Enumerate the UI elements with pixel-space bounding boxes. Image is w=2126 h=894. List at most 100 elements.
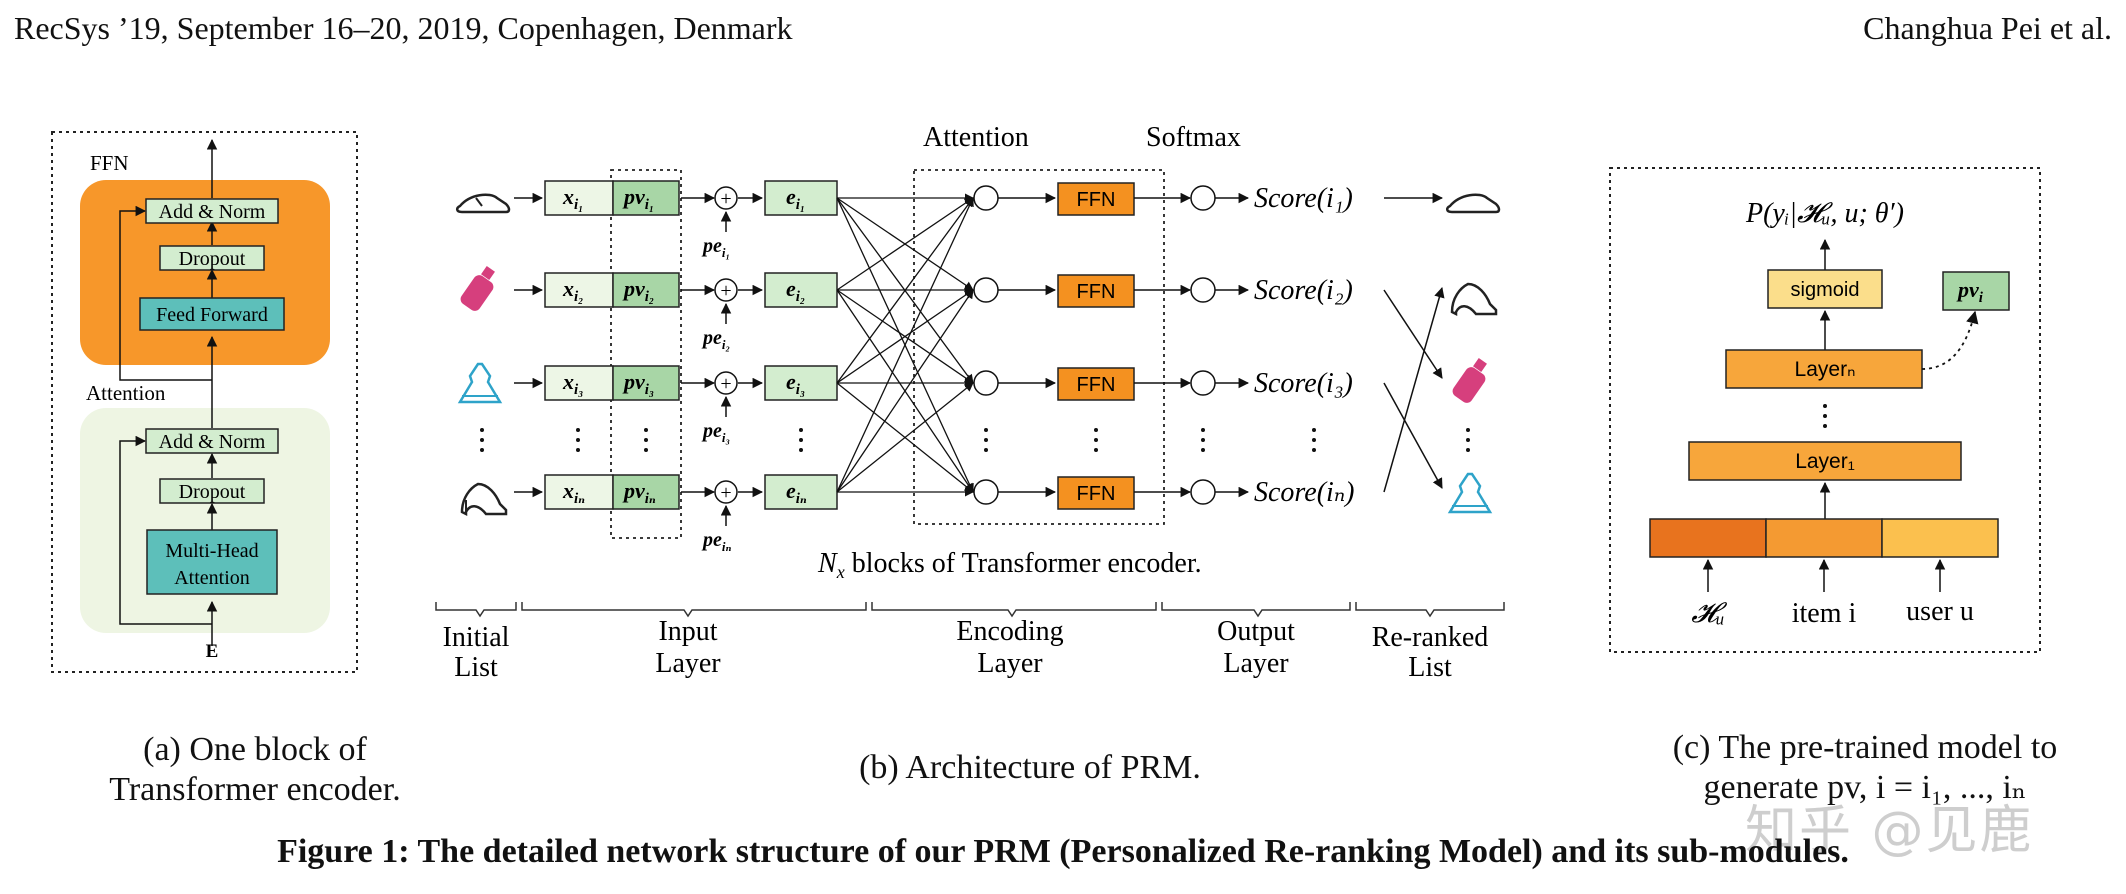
section-output-layer-2: Layer [1223,648,1289,679]
row-1: xi₁ pvi₁ + pei₁ ei₁ FFN Score(i₁) [514,180,1353,260]
e-box-1 [764,180,838,216]
pv-box-n [612,474,680,510]
svg-text:peiₙ: peiₙ [701,529,732,554]
mha-label-line1: Multi-Head [165,540,258,562]
layer-1-label: Layer₁ [1795,450,1855,473]
sum-node-3 [714,371,738,395]
ffn-box-n [1057,476,1135,510]
section-input-layer-2: Layer [655,648,721,679]
caption-panel-a: (a) One block of Transformer encoder. [20,730,490,810]
row-n: xiₙ pviₙ + peiₙ eiₙ FFN Score(iₙ) [514,474,1355,554]
transformer-enclosure [913,169,1165,525]
panel-a-transformer-block: FFN Attention Add & Norm Dropout Feed Fo… [51,131,358,673]
section-output-layer-1: Output [1217,616,1295,647]
add-norm-bottom-label: Add & Norm [159,431,266,453]
e-box-n [764,474,838,510]
ffn-box-3 [1057,367,1135,401]
blocks-note: Nx blocks of Transformer encoder. [817,548,1202,582]
caption-c-line1: (c) The pre-trained model to [1672,729,2058,766]
svg-text:pei₂: pei₂ [701,327,730,352]
attention-region-label: Attention [86,381,166,405]
feed-forward-label: Feed Forward [156,304,268,326]
score-3: Score(i₃) [1254,368,1353,399]
caption-c-line2: generate pv, i = i₁, ..., iₙ [1703,769,2027,806]
dropout-box-bottom [159,478,265,504]
pv-column-enclosure [610,169,682,539]
section-encoding-layer-2: Layer [977,648,1043,679]
caption-panel-c: (c) The pre-trained model to generate pv… [1615,728,2115,808]
input-history-label: 𝓗ᵤ [1691,598,1727,629]
svg-text:+: + [720,188,731,210]
layer-n-box [1725,349,1923,389]
svg-text:pei₁: pei₁ [701,235,730,260]
attention-header: Attention [923,122,1029,153]
softmax-node-2 [1190,277,1216,303]
add-norm-top-label: Add & Norm [159,201,266,223]
panel-c-pretrained-model: P(yᵢ|𝓗ᵤ, u; θ′) sigmoid pvi Layerₙ Layer… [1609,167,2041,653]
x-box-n [544,474,614,510]
ffn-box-2 [1057,274,1135,308]
x-box-3 [544,365,614,401]
svg-text:xi₂: xi₂ [562,276,583,305]
svg-text:pvi₂: pvi₂ [622,276,654,305]
sum-node-1 [714,186,738,210]
watermark: 知乎 @见鹿 [1745,801,2034,861]
feed-forward-box [139,297,285,331]
section-initial-list-1: Initial [443,622,510,653]
high-heel-icon [1450,282,1498,317]
softmax-node-n [1190,479,1216,505]
bottle-icon [1452,358,1487,403]
shoe-icon [1446,193,1501,214]
input-user-label: user u [1906,596,1974,627]
dress-icon [457,362,503,404]
e-box-2 [764,272,838,308]
row-3: xi₃ pvi₃ + pei₃ ei₃ FFN Score(i₃) [514,365,1353,445]
pv-box-1 [612,180,680,216]
input-segment-history [1649,518,1767,558]
caption-a-line2: Transformer encoder. [109,771,401,808]
section-reranked-list-2: List [1408,652,1452,683]
section-input-layer-1: Input [658,616,717,647]
svg-text:+: + [720,482,731,504]
ffn-box-1 [1057,182,1135,216]
svg-text:ei₁: ei₁ [786,184,805,213]
section-reranked-list-1: Re-ranked [1372,622,1489,653]
sigmoid-box [1767,269,1883,309]
svg-text:ei₃: ei₃ [786,369,805,398]
caption-panel-b: (b) Architecture of PRM. [859,749,1201,786]
ffn-region-label: FFN [90,151,129,175]
running-header-authors: Changhua Pei et al. [1863,10,2112,46]
mha-label-line2: Attention [174,567,250,589]
section-encoding-layer-1: Encoding [956,616,1063,647]
caption-a-line1: (a) One block of [143,731,367,768]
sigmoid-label: sigmoid [1791,279,1860,301]
svg-text:pvi₁: pvi₁ [622,184,654,213]
score-n: Score(iₙ) [1254,477,1355,508]
row-2: xi₂ pvi₂ + pei₂ ei₂ FFN Score(i₂) [514,272,1353,352]
svg-text:eiₙ: eiₙ [786,478,807,507]
output-probability: P(yᵢ|𝓗ᵤ, u; θ′) [1745,198,1904,229]
svg-text:FFN: FFN [1077,189,1116,211]
high-heel-icon [460,482,508,517]
input-e-label: E [206,641,219,662]
section-braces [435,602,1505,618]
sum-node-2 [714,278,738,302]
attention-node-n [973,479,999,505]
score-1: Score(i₁) [1254,183,1353,214]
layer-n-label: Layerₙ [1795,358,1856,381]
dropout-box-top [159,245,265,271]
svg-text:xi₃: xi₃ [562,369,583,398]
svg-text:pei₃: pei₃ [701,420,730,445]
input-segment-item [1765,518,1883,558]
softmax-header: Softmax [1146,122,1241,153]
pv-box-2 [612,272,680,308]
dress-icon [1447,472,1493,514]
input-segment-user [1881,518,1999,558]
softmax-node-3 [1190,370,1216,396]
ellipsis-row [480,428,1470,452]
x-box-1 [544,180,614,216]
attention-connections [836,193,974,497]
svg-text:xiₙ: xiₙ [562,478,585,507]
add-norm-box-bottom [145,428,279,454]
